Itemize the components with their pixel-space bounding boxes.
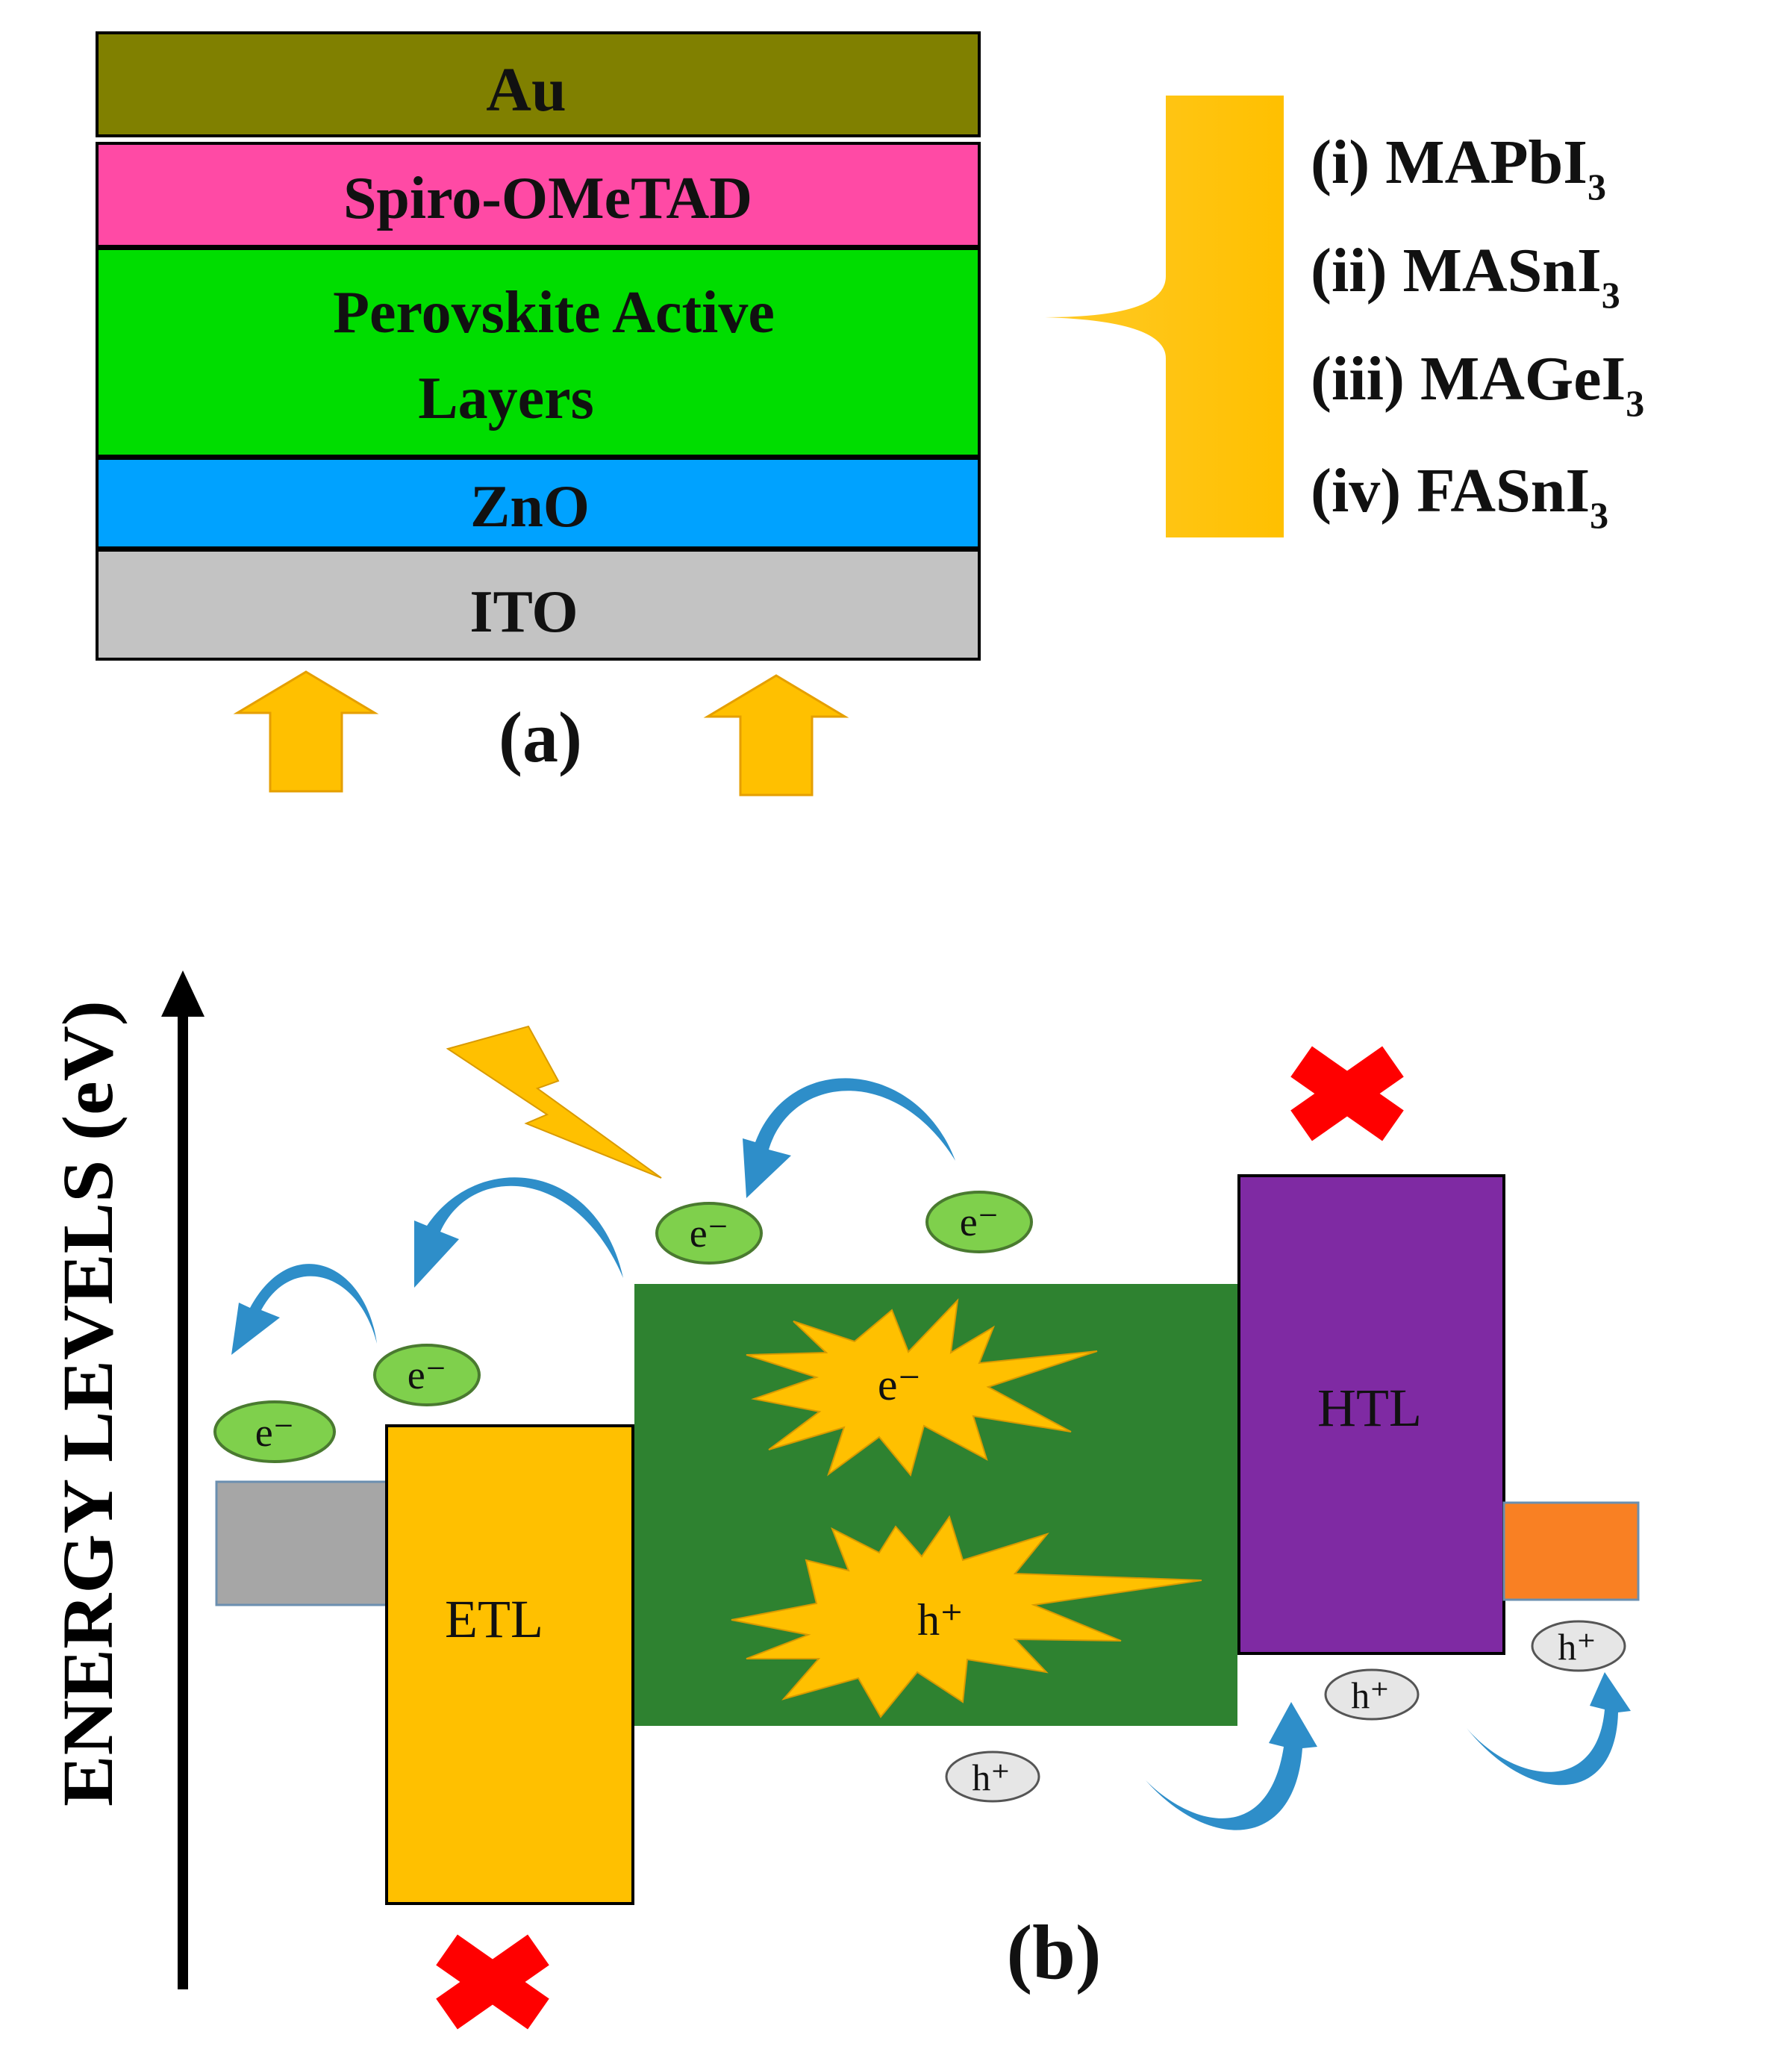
exciton-hole-burst [731,1515,1202,1718]
panel-b-label: (b) [1006,1910,1101,1995]
electron-transfer-arrow-2 [414,1177,623,1288]
material-1: (i) MAPbI3 [1311,128,1606,208]
layer-spiro-label: Spiro-OMeTAD [343,166,752,231]
exciton-electron-label: e⁻ [878,1360,921,1409]
hole-2-label: h⁺ [1351,1674,1389,1716]
layer-zno [96,457,981,549]
electron-1-label: e⁻ [255,1410,294,1455]
electron-1: e⁻ [213,1400,336,1463]
blocked-htl-cross-icon [1290,1046,1404,1141]
layer-ito [96,549,981,661]
layer-ito-label: ITO [469,579,578,645]
light-arrow-right-icon [703,674,849,796]
electron-3: e⁻ [655,1202,763,1265]
layer-spiro [96,142,981,248]
panel-b: ENERGY LEVELS (eV) ETL HTL e⁻ h⁺ e⁻ e⁻ [48,970,1640,2030]
layer-zno-label: ZnO [470,474,590,540]
electron-2: e⁻ [373,1344,481,1406]
htl-label: HTL [1317,1378,1422,1438]
light-arrow-left-icon [233,670,379,793]
electron-3-label: e⁻ [690,1211,728,1256]
cathode-block [215,1480,390,1606]
electron-4: e⁻ [925,1191,1033,1253]
electron-2-label: e⁻ [408,1353,446,1397]
hole-1: h⁺ [945,1751,1040,1803]
layer-perovskite-label-line1: Perovskite Active [333,280,775,346]
electron-transfer-arrow-1 [231,1264,377,1355]
material-4: (iv) FASnI3 [1311,456,1608,536]
panel-a-label: (a) [499,697,582,777]
material-brace [1045,96,1284,537]
htl-block [1237,1174,1505,1655]
hole-transfer-arrow-2 [1467,1672,1631,1786]
etl-block [385,1424,634,1905]
hole-transfer-arrow-1 [1146,1702,1317,1830]
hole-3: h⁺ [1531,1620,1626,1672]
electron-transfer-arrow-3 [743,1078,955,1198]
light-bolt-icon [446,1025,662,1179]
hole-1-label: h⁺ [972,1756,1010,1798]
anode-block [1502,1501,1640,1601]
layer-au-label: Au [486,55,566,125]
electron-4-label: e⁻ [960,1200,999,1244]
blocked-etl-cross-icon [436,1934,549,2030]
layer-perovskite-label-line2: Layers [418,366,594,431]
layer-perovskite [96,247,981,458]
layer-au [96,31,981,137]
energy-axis-label: ENERGY LEVELS (eV) [48,1000,128,1806]
exciton-electron-burst [746,1298,1098,1477]
hole-2: h⁺ [1324,1668,1420,1721]
hole-3-label: h⁺ [1558,1626,1596,1668]
exciton-hole-label: h⁺ [917,1595,964,1645]
etl-label: ETL [445,1589,543,1649]
material-3: (iii) MAGeI3 [1311,344,1644,424]
panel-a: Au Spiro-OMeTAD Perovskite Active Layers… [96,31,1644,796]
material-2: (ii) MASnI3 [1311,236,1620,316]
energy-axis-arrowhead-icon [161,970,205,1017]
